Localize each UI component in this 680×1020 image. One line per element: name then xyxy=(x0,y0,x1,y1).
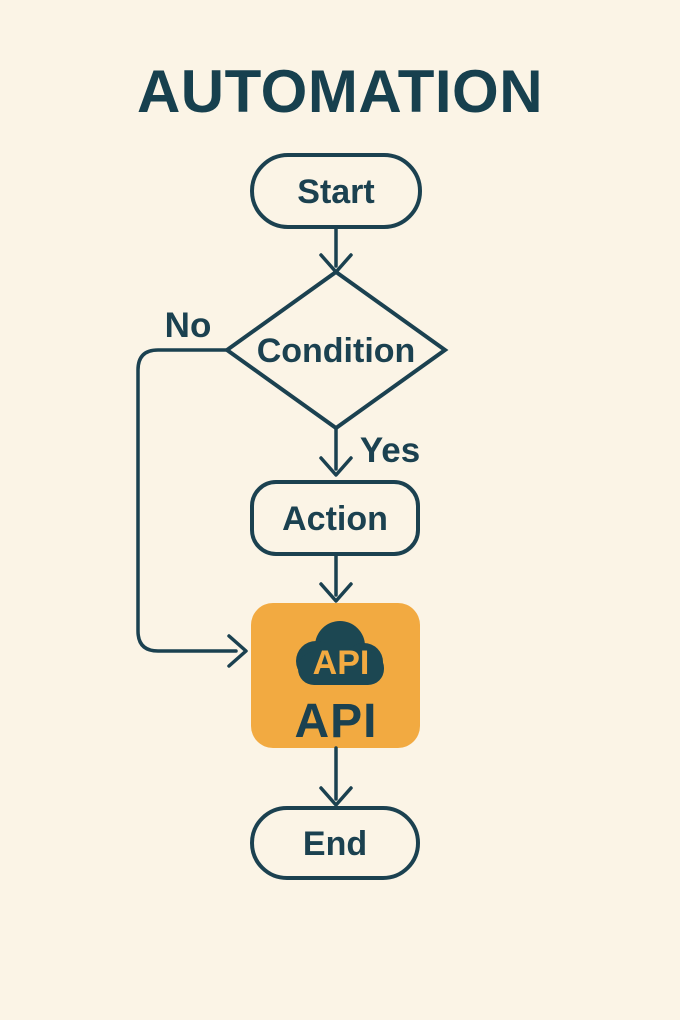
edge-label-no: No xyxy=(165,306,212,345)
arrowhead-icon xyxy=(319,582,353,603)
node-api: API API xyxy=(251,603,420,748)
edge-condition-to-action: Yes xyxy=(319,426,420,477)
node-action: Action xyxy=(250,480,420,556)
arrowhead-icon xyxy=(319,786,353,807)
node-end-shape xyxy=(250,806,420,880)
node-condition: Condition xyxy=(223,269,449,431)
node-start: Start xyxy=(250,153,422,229)
node-end-label: End xyxy=(303,825,367,863)
node-condition-label: Condition xyxy=(257,332,416,370)
edge-condition-to-api-line xyxy=(136,348,238,653)
page-title: AUTOMATION xyxy=(137,58,543,125)
node-end: End xyxy=(250,806,420,880)
node-api-label: API xyxy=(294,695,377,748)
node-action-label: Action xyxy=(282,500,388,538)
node-start-shape xyxy=(250,153,422,229)
cloud-api-icon: API xyxy=(296,621,384,685)
node-start-label: Start xyxy=(297,173,374,211)
edge-action-to-api xyxy=(319,552,353,603)
edge-condition-to-api: No xyxy=(136,306,248,668)
arrowhead-icon xyxy=(319,456,353,477)
edge-label-yes: Yes xyxy=(360,431,420,470)
cloud-api-icon-label: API xyxy=(313,644,370,682)
edge-api-to-end xyxy=(319,746,353,807)
cloud-base xyxy=(298,652,384,685)
arrowhead-icon xyxy=(227,634,248,668)
